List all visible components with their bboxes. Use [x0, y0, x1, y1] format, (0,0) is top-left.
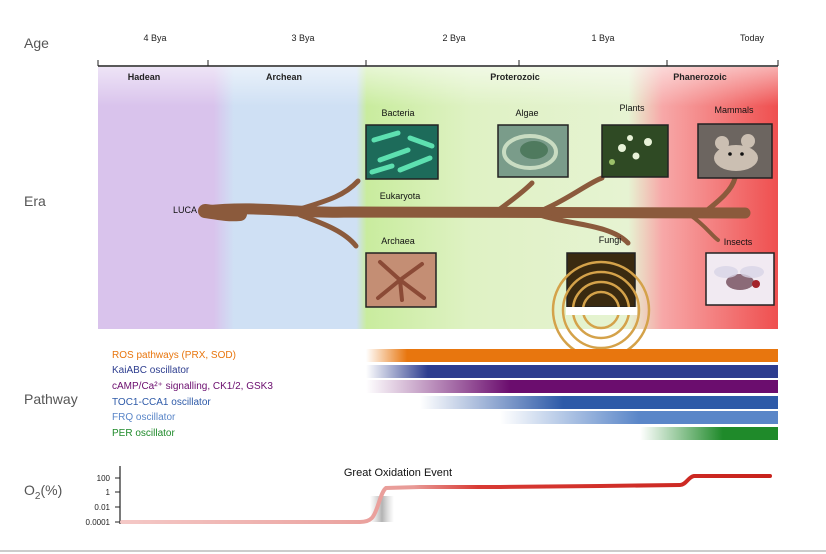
- era-label-proterozoic: Proterozoic: [490, 72, 540, 82]
- pathway-bar-ros: [366, 349, 778, 362]
- pathway-bar-camp: [366, 380, 778, 393]
- branch-archaea: [297, 212, 359, 249]
- o2-curve: [120, 474, 772, 524]
- row-label-pathway: Pathway: [24, 391, 78, 407]
- age-tick-4bya: 4 Bya: [143, 33, 166, 43]
- pathway-label-frq: FRQ oscillator: [112, 412, 176, 423]
- node-label-algae: Algae: [515, 108, 538, 118]
- mammals-image: [697, 123, 773, 179]
- phylogenetic-tree: [198, 175, 751, 249]
- node-label-fungi: Fungi: [599, 235, 622, 245]
- pathway-label-ros: ROS pathways (PRX, SOD): [112, 350, 236, 361]
- age-tick-3bya: 3 Bya: [291, 33, 314, 43]
- insects-image: [705, 252, 775, 306]
- pathway-label-toc1: TOC1-CCA1 oscillator: [112, 397, 211, 408]
- pathway-bar-toc1: [420, 396, 778, 409]
- o2-tick-100: 100: [97, 474, 111, 483]
- age-tick-1bya: 1 Bya: [591, 33, 614, 43]
- row-label-o2: O2(%): [24, 482, 62, 502]
- era-label-archean: Archean: [266, 72, 302, 82]
- great-oxidation-event-label: Great Oxidation Event: [344, 467, 452, 479]
- node-label-mammals: Mammals: [714, 105, 754, 115]
- plants-image: [601, 124, 669, 178]
- node-label-eukaryota: Eukaryota: [380, 191, 421, 201]
- branch-insects: [688, 213, 720, 242]
- age-tick-2bya: 2 Bya: [442, 33, 465, 43]
- node-label-bacteria: Bacteria: [381, 108, 414, 118]
- era-label-hadean: Hadean: [128, 72, 161, 82]
- node-label-archaea: Archaea: [381, 236, 415, 246]
- pathway-label-kaiabc: KaiABC oscillator: [112, 365, 190, 376]
- pathway-bar-per: [640, 427, 778, 440]
- node-label-insects: Insects: [724, 237, 753, 247]
- branch-mammals: [702, 175, 738, 215]
- pathway-label-camp: cAMP/Ca²⁺ signalling, CK1/2, GSK3: [112, 381, 273, 392]
- branch-bacteria: [297, 178, 361, 212]
- pathway-bar-kaiabc: [366, 365, 778, 378]
- branch-fungi: [537, 212, 631, 246]
- node-label-plants: Plants: [619, 103, 645, 113]
- o2-tick-0.01: 0.01: [94, 503, 110, 512]
- main-trunk: [199, 203, 751, 219]
- fungi-image: [551, 252, 651, 360]
- age-tick-today: Today: [740, 33, 765, 43]
- row-label-age: Age: [24, 35, 49, 51]
- archaea-image: [365, 252, 437, 308]
- branch-algae: [497, 180, 535, 212]
- bacteria-image: [365, 124, 439, 180]
- age-axis: 4 Bya 3 Bya 2 Bya 1 Bya Today: [97, 33, 779, 67]
- node-label-luca: LUCA: [173, 205, 197, 215]
- o2-tick-1: 1: [106, 488, 111, 497]
- row-label-era: Era: [24, 193, 46, 209]
- pathway-label-per: PER oscillator: [112, 428, 175, 439]
- branch-plants: [542, 175, 605, 212]
- era-label-phanerozoic: Phanerozoic: [673, 72, 727, 82]
- o2-tick-0.0001: 0.0001: [86, 518, 111, 527]
- algae-image: [497, 124, 569, 178]
- o2-plot: 100 1 0.01 0.0001 Great Oxidation Event: [86, 466, 772, 527]
- pathway-bar-frq: [500, 411, 778, 424]
